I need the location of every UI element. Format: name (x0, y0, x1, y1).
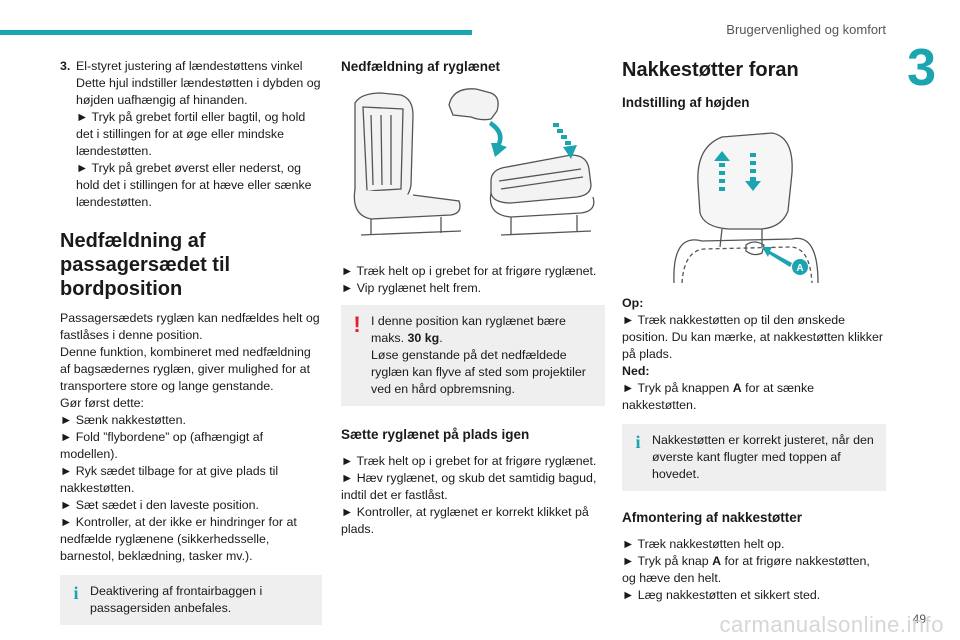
watermark: carmanualsonline.info (719, 612, 944, 637)
item-step: ► Tryk på grebet fortil eller bagtil, og… (76, 110, 306, 158)
column-right: Nakkestøtter foran Indstilling af højden… (622, 58, 886, 604)
info-icon: i (73, 583, 79, 603)
up-label: Op: (622, 296, 644, 310)
heading-remove-headrest: Afmontering af nakkestøtter (622, 510, 803, 525)
section-title: Brugervenlighed og komfort (726, 22, 886, 37)
info-icon: i (635, 432, 641, 452)
step: ► Kontroller, at ryglænet er korrekt kli… (341, 505, 589, 536)
seat-fold-illustration (353, 88, 595, 236)
step-part: for at sænke nakkestøtten. (622, 381, 815, 412)
list-item-3: 3. El-styret justering af lændestøttens … (60, 58, 322, 211)
paragraph: Passagersædets ryglæn kan nedfældes helt… (60, 311, 320, 342)
chapter-number: 3 (907, 39, 936, 97)
info-note: i Nakkestøtten er korrekt justeret, når … (622, 424, 886, 491)
step: ► Fold ”flybordene” op (afhængigt af mod… (60, 430, 264, 461)
step-part: ► Tryk på knappen (622, 381, 733, 395)
note-text: Deaktivering af frontairbaggen i passage… (90, 584, 263, 615)
warning-text-part: . (439, 331, 443, 345)
step: ► Vip ryglænet helt frem. (341, 281, 482, 295)
page-number: 49 (912, 612, 926, 626)
down-label: Ned: (622, 364, 650, 378)
item-body: Dette hjul indstiller lændestøtten i dyb… (76, 76, 321, 107)
column-middle: Nedfældning af ryglænet ► Træk helt op i… (341, 58, 605, 538)
column-left: 3. El-styret justering af lændestøttens … (60, 58, 322, 625)
item-step: ► Tryk på grebet øverst eller nederst, o… (76, 161, 312, 209)
warning-text: I denne position kan ryglænet bære maks.… (371, 313, 595, 347)
paragraph: Gør først dette: (60, 396, 144, 410)
warning-note: ! I denne position kan ryglænet bære mak… (341, 305, 605, 406)
button-a-ref: A (732, 381, 742, 395)
button-a-ref: A (712, 554, 722, 568)
warning-icon: ! (353, 312, 361, 337)
step: ► Kontroller, at der ikke er hindringer … (60, 515, 297, 563)
step: ► Sænk nakkestøtten. (60, 413, 186, 427)
headrest-illustration: A (673, 132, 819, 283)
section-heading: Nakkestøtter foran (622, 59, 799, 81)
paragraph: Denne funktion, kombineret med nedfældni… (60, 345, 311, 393)
note-text: Nakkestøtten er korrekt justeret, når de… (652, 433, 874, 481)
heading-fold-backrest: Nedfældning af ryglænet (341, 59, 501, 74)
max-weight: 30 kg (407, 331, 440, 345)
step: ► Tryk på knap A for at frigøre nakkestø… (622, 553, 886, 587)
item-title: El-styret justering af lændestøttens vin… (76, 59, 303, 73)
header-accent-bar (0, 30, 472, 35)
section-heading: Nedfældning af passagersædet til bordpos… (60, 230, 231, 300)
step-part: for at frigøre nakkestøtten, og hæve den… (622, 554, 870, 585)
step: ► Træk nakkestøtten op til den ønskede p… (622, 313, 883, 361)
step: ► Tryk på knappen A for at sænke nakkest… (622, 380, 886, 414)
step: ► Sæt sædet i den laveste position. (60, 498, 259, 512)
step-part: ► Tryk på knap (622, 554, 713, 568)
warning-text-part: I denne position kan ryglænet bære maks. (371, 314, 566, 345)
info-note: i Deaktivering af frontairbaggen i passa… (60, 575, 322, 625)
subheading: Indstilling af højden (622, 95, 750, 110)
button-a-label: A (796, 263, 803, 274)
step: ► Ryk sædet tilbage for at give plads ti… (60, 464, 279, 495)
step: ► Træk helt op i grebet for at frigøre r… (341, 264, 597, 278)
heading-restore-backrest: Sætte ryglænet på plads igen (341, 427, 530, 442)
warning-text: Løse genstande på det nedfældede ryglæn … (371, 348, 586, 396)
step: ► Træk nakkestøtten helt op. (622, 537, 785, 551)
item-number: 3. (60, 59, 71, 73)
step: ► Læg nakkestøtten et sikkert sted. (622, 588, 821, 602)
step: ► Hæv ryglænet, og skub det samtidig bag… (341, 471, 597, 502)
step: ► Træk helt op i grebet for at frigøre r… (341, 454, 597, 468)
